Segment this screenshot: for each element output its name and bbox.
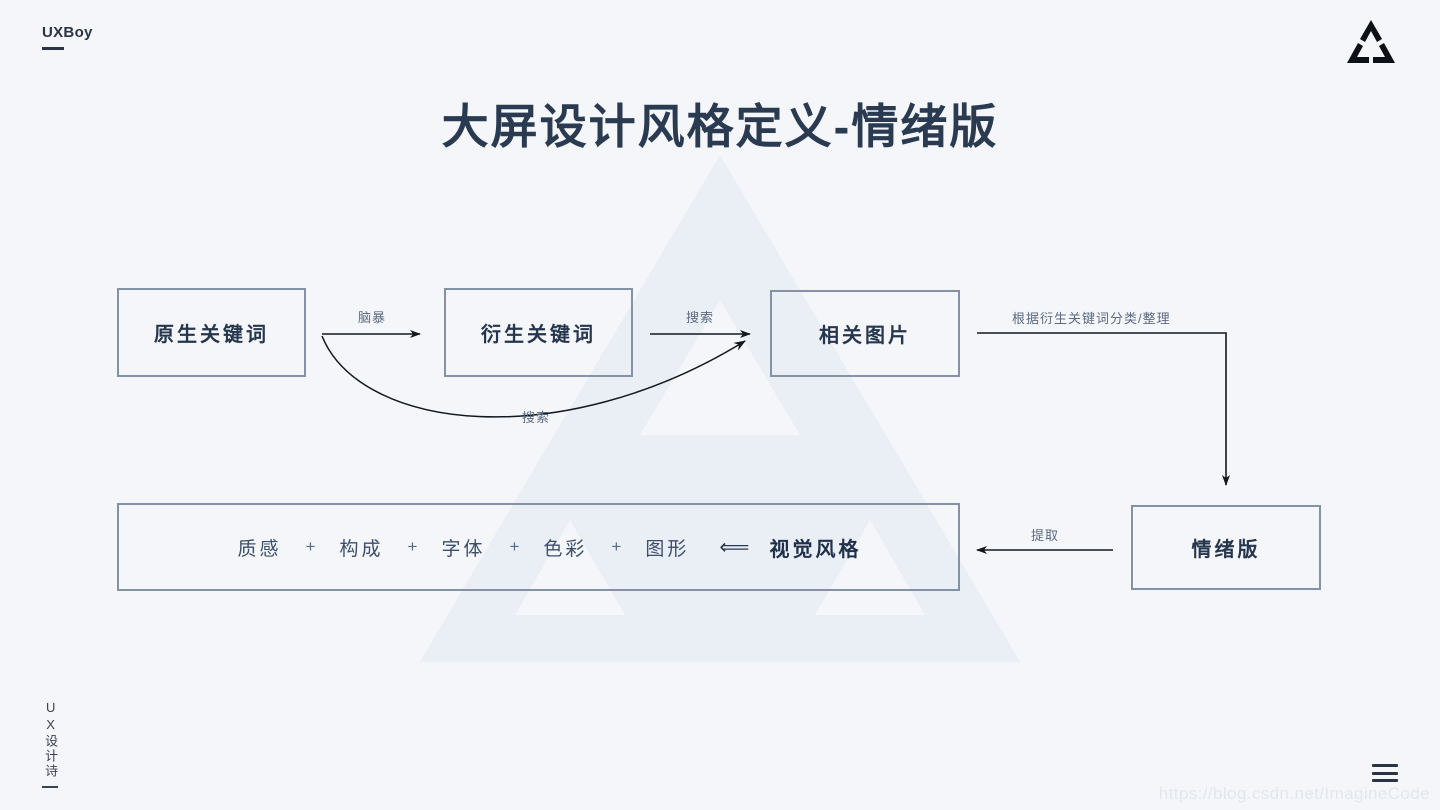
node-derived-keywords[interactable]: 衍生关键词 [444,288,633,377]
style-plus-1: + [305,537,316,556]
visual-style-composition-bar[interactable]: 质感 + 构成 + 字体 + 色彩 + 图形 ⟸ 视觉风格 [117,503,960,591]
style-plus-3: + [509,537,520,556]
style-plus-4: + [611,537,622,556]
node-label: 原生关键词 [154,324,269,346]
edge-label-search-curve: 搜索 [522,410,551,425]
triangle-trio-logo-icon [1347,20,1395,63]
node-label: 衍生关键词 [481,324,596,346]
left-double-arrow-icon: ⟸ [719,535,749,559]
hamburger-menu-icon[interactable] [1372,764,1398,782]
style-term-color: 色彩 [543,538,588,560]
watermark-url: https://blog.csdn.net/ImagineCode [1158,784,1430,803]
brand-underline [42,47,64,50]
style-term-texture: 质感 [237,538,282,560]
menu-bar-2 [1372,771,1398,775]
style-term-graphics: 图形 [645,538,690,560]
style-result-visual-style: 视觉风格 [769,538,862,561]
node-label: 相关图片 [819,325,911,347]
footer-underline [42,786,58,788]
menu-bar-3 [1372,779,1398,782]
style-plus-2: + [407,537,418,556]
node-label: 情绪版 [1191,539,1261,561]
edge-label-search-top: 搜索 [686,310,715,325]
page-title: 大屏设计风格定义-情绪版 [441,100,999,153]
footer-vertical-text: UX设计诗 [43,700,59,779]
edge-label-classify: 根据衍生关键词分类/整理 [1012,311,1171,326]
footer-vertical-brand: UX设计诗 [42,700,58,788]
menu-bar-1 [1372,764,1398,767]
edge-label-brainstorm: 脑暴 [358,310,387,325]
style-term-typography: 字体 [441,538,486,560]
node-mood-board[interactable]: 情绪版 [1131,505,1321,590]
brand-name: UXBoy [42,24,93,41]
brand-logo: UXBoy [42,24,93,50]
node-related-images[interactable]: 相关图片 [770,290,960,377]
edge-label-extract: 提取 [1031,528,1060,543]
style-term-composition: 构成 [339,538,384,560]
node-native-keywords[interactable]: 原生关键词 [117,288,306,377]
